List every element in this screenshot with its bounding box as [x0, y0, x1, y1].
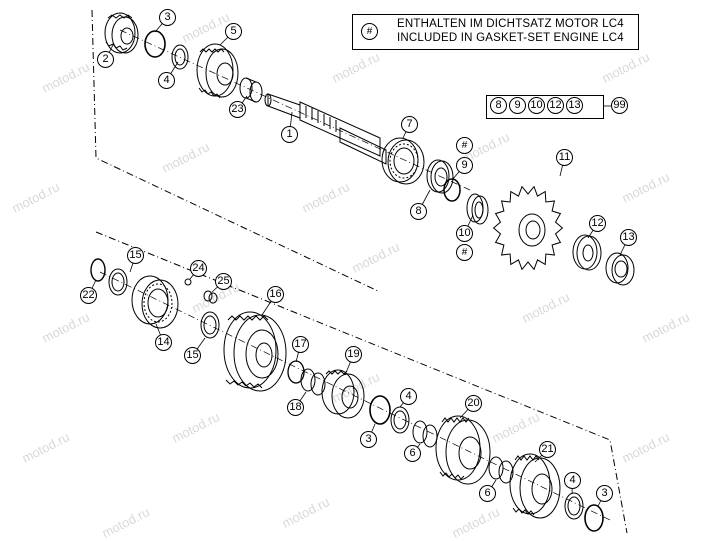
callout-6a: 6	[404, 445, 421, 462]
part-20-gear	[435, 415, 491, 485]
part-3c-ring	[584, 504, 604, 532]
part-12-washer	[572, 234, 602, 271]
part-24-ball	[184, 278, 192, 286]
legend-symbol: #	[361, 23, 378, 40]
kit-member-9: 9	[509, 97, 526, 114]
callout-15a: 15	[127, 247, 144, 264]
callout-6b: 6	[479, 485, 496, 502]
upper-group-axis	[119, 29, 471, 191]
kit-member-13: 13	[566, 97, 583, 114]
callout-h2: #	[456, 244, 473, 261]
part-15b-washer	[200, 311, 220, 339]
callout-12: 12	[589, 215, 606, 232]
callout-19: 19	[345, 346, 362, 363]
kit-member-8: 8	[490, 97, 507, 114]
callout-9: 9	[456, 157, 473, 174]
callout-11: 11	[556, 149, 573, 166]
part-18-bushing	[300, 368, 326, 396]
callout-21: 21	[539, 441, 556, 458]
callout-4b: 4	[400, 388, 417, 405]
part-23-bushing	[239, 77, 263, 103]
part-1-shaft	[264, 93, 387, 165]
callout-3b: 3	[360, 431, 377, 448]
part-5-gear	[196, 43, 239, 99]
part-14-bearing	[131, 275, 179, 329]
callout-22: 22	[80, 287, 97, 304]
callout-15b: 15	[184, 347, 201, 364]
part-16-gear	[223, 311, 287, 392]
callout-1: 1	[281, 126, 298, 143]
legend-line-en: INCLUDED IN GASKET-SET ENGINE LC4	[397, 32, 624, 44]
part-22-ring	[90, 258, 106, 282]
callout-25: 25	[215, 273, 232, 290]
kit-total: 99	[611, 97, 628, 114]
callout-4c: 4	[564, 472, 581, 489]
part-4c-washer	[564, 492, 584, 520]
part-3-ring	[144, 30, 166, 58]
callout-2: 2	[97, 51, 114, 68]
part-4-washer	[171, 44, 189, 70]
kit-member-12: 12	[547, 97, 564, 114]
legend-line-de: ENTHALTEN IM DICHTSATZ MOTOR LC4	[397, 18, 624, 30]
part-21-gear	[509, 453, 561, 519]
part-10-spacer	[466, 193, 489, 225]
part-9-oring	[443, 178, 461, 202]
callout-17: 17	[292, 336, 309, 353]
kit-member-10: 10	[528, 97, 545, 114]
callout-3c: 3	[596, 485, 613, 502]
part-2-gear	[104, 12, 139, 54]
part-15-washer	[108, 268, 128, 296]
callout-3a: 3	[159, 9, 176, 26]
part-8-seal	[426, 159, 454, 194]
callout-8: 8	[410, 203, 427, 220]
part-6-bushing	[412, 420, 438, 448]
callout-h1: #	[456, 137, 473, 154]
callout-7: 7	[401, 116, 418, 133]
lower-group-boundary	[95, 231, 628, 534]
lower-group-axis	[99, 271, 611, 521]
part-7-bearing	[381, 137, 425, 185]
part-6b-bushing	[488, 456, 514, 484]
callout-24: 24	[190, 260, 207, 277]
callout-4a: 4	[158, 72, 175, 89]
callout-23: 23	[229, 101, 246, 118]
callout-10: 10	[456, 225, 473, 242]
part-3b-ring	[369, 395, 391, 425]
callout-14: 14	[155, 334, 172, 351]
legend-box: # ENTHALTEN IM DICHTSATZ MOTOR LC4 INCLU…	[352, 14, 639, 50]
part-13-nut	[605, 252, 635, 286]
callout-5: 5	[225, 23, 242, 40]
part-19-gear	[321, 369, 365, 419]
part-25-pin	[203, 290, 218, 304]
callout-13: 13	[620, 229, 637, 246]
callout-18: 18	[287, 399, 304, 416]
callout-16: 16	[267, 286, 284, 303]
part-4b-washer	[390, 406, 410, 434]
part-17-ring	[287, 360, 305, 384]
part-11-sprocket	[492, 185, 564, 271]
callout-20: 20	[465, 395, 482, 412]
